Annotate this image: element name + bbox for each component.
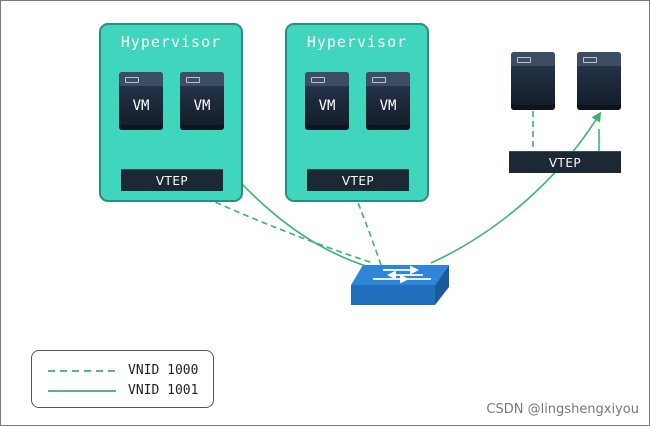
legend-swatch-solid: [48, 390, 116, 392]
vtep-2: VTEP: [307, 169, 409, 191]
vm-1-label: VM: [132, 98, 150, 114]
network-switch-icon: [351, 265, 449, 305]
vnid1001-link-switch-server6: [430, 111, 602, 264]
legend-label-vnid-1001: VNID 1001: [128, 383, 199, 398]
vm-4-server-icon: VM: [366, 72, 410, 130]
vtep-1: VTEP: [121, 169, 223, 191]
vm-1-server-icon: VM: [119, 72, 163, 130]
hypervisor-1: Hypervisor VM VM VTEP: [99, 23, 243, 202]
hypervisor-2: Hypervisor VM VM VTEP: [285, 23, 429, 202]
hypervisor-2-title: Hypervisor: [306, 33, 408, 51]
bare-metal-server-1-icon: [511, 52, 555, 110]
vtep-3: VTEP: [509, 151, 621, 173]
bare-metal-server-2-icon: [577, 52, 621, 110]
watermark: CSDN @lingshengxiyou: [486, 402, 639, 417]
legend-label-vnid-1000: VNID 1000: [128, 363, 199, 378]
vm-4-label: VM: [379, 98, 397, 114]
hypervisor-1-title: Hypervisor: [120, 33, 222, 51]
vm-3-server-icon: VM: [305, 72, 349, 130]
vm-3-label: VM: [318, 98, 336, 114]
legend: VNID 1000 VNID 1001: [31, 350, 214, 408]
legend-swatch-dashed: [48, 370, 116, 372]
vm-2-server-icon: VM: [180, 72, 224, 130]
vm-2-label: VM: [193, 98, 211, 114]
